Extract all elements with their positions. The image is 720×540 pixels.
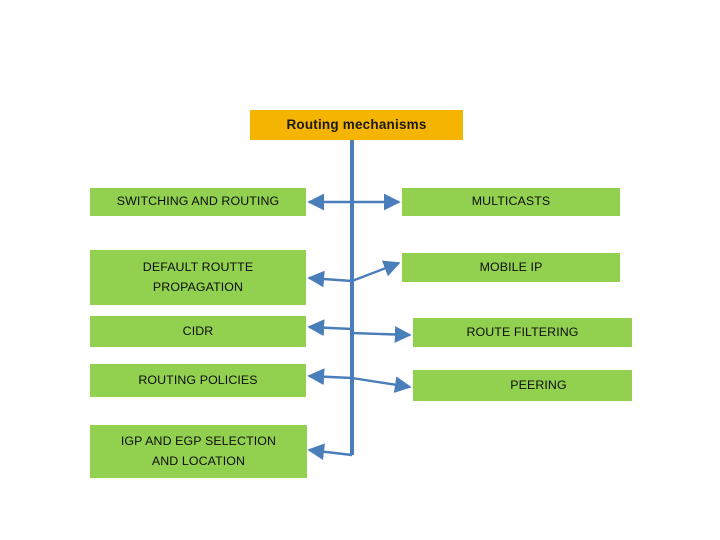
connector-row3-right — [351, 326, 412, 343]
node-igp-and-egp-selection-label: IGP AND EGP SELECTION AND LOCATION — [120, 434, 277, 468]
node-routing-policies-label: ROUTING POLICIES — [138, 372, 258, 387]
connector-row2-left — [307, 270, 353, 288]
node-mobile-ip[interactable]: MOBILE IP — [402, 253, 620, 282]
connector-row5-left — [307, 443, 353, 461]
node-cidr[interactable]: CIDR — [90, 316, 306, 347]
node-peering-label: PEERING — [510, 377, 567, 392]
node-switching-and-routing-label: SWITCHING AND ROUTING — [116, 194, 280, 209]
node-route-filtering-label: ROUTE FILTERING — [466, 324, 579, 339]
node-default-routte-propagation[interactable]: DEFAULT ROUTTE PROPAGATION — [90, 250, 306, 305]
node-peering[interactable]: PEERING — [413, 370, 632, 401]
node-routing-mechanisms[interactable]: Routing mechanisms — [250, 110, 463, 140]
connector-row3-left — [307, 319, 353, 337]
node-routing-mechanisms-label: Routing mechanisms — [286, 117, 427, 133]
node-route-filtering[interactable]: ROUTE FILTERING — [413, 318, 632, 347]
node-multicasts[interactable]: MULTICASTS — [402, 188, 620, 216]
node-multicasts-label: MULTICASTS — [471, 194, 551, 209]
connector-row2-right — [351, 260, 401, 283]
connector-row4-right — [351, 376, 412, 393]
node-routing-policies[interactable]: ROUTING POLICIES — [90, 364, 306, 397]
node-default-routte-propagation-label: DEFAULT ROUTTE PROPAGATION — [142, 260, 254, 294]
node-mobile-ip-label: MOBILE IP — [479, 259, 543, 274]
node-switching-and-routing[interactable]: SWITCHING AND ROUTING — [90, 188, 306, 216]
connector-row4-left — [307, 368, 353, 386]
node-igp-and-egp-selection[interactable]: IGP AND EGP SELECTION AND LOCATION — [90, 425, 307, 478]
node-cidr-label: CIDR — [182, 323, 214, 338]
